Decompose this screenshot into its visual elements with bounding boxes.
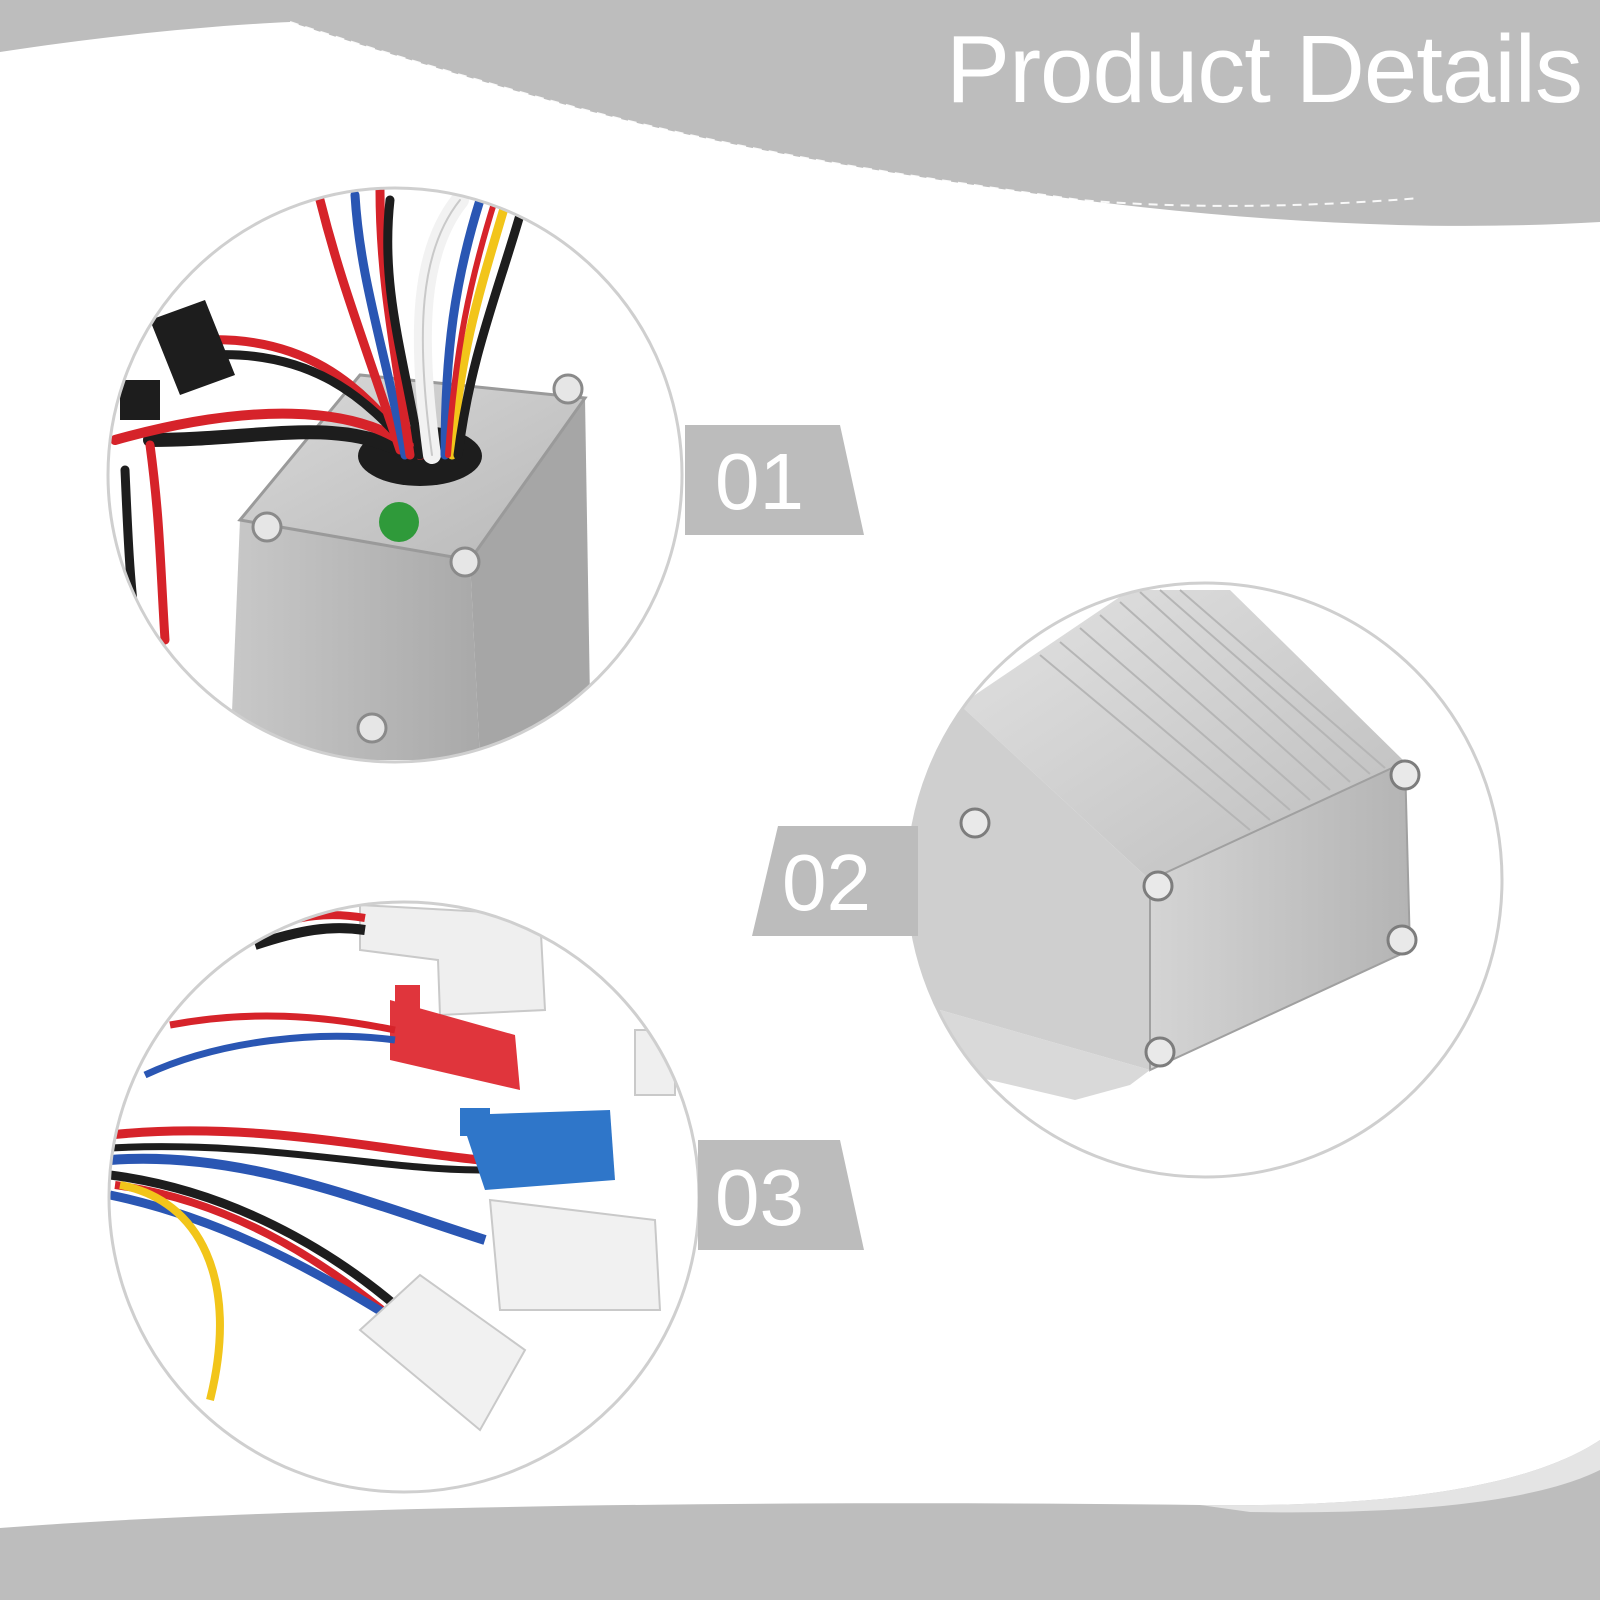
detail-02-number: 02 — [782, 838, 871, 927]
detail-01-number: 01 — [715, 437, 804, 526]
detail-03-number: 03 — [715, 1153, 804, 1242]
page-title: Product Details — [946, 16, 1583, 123]
